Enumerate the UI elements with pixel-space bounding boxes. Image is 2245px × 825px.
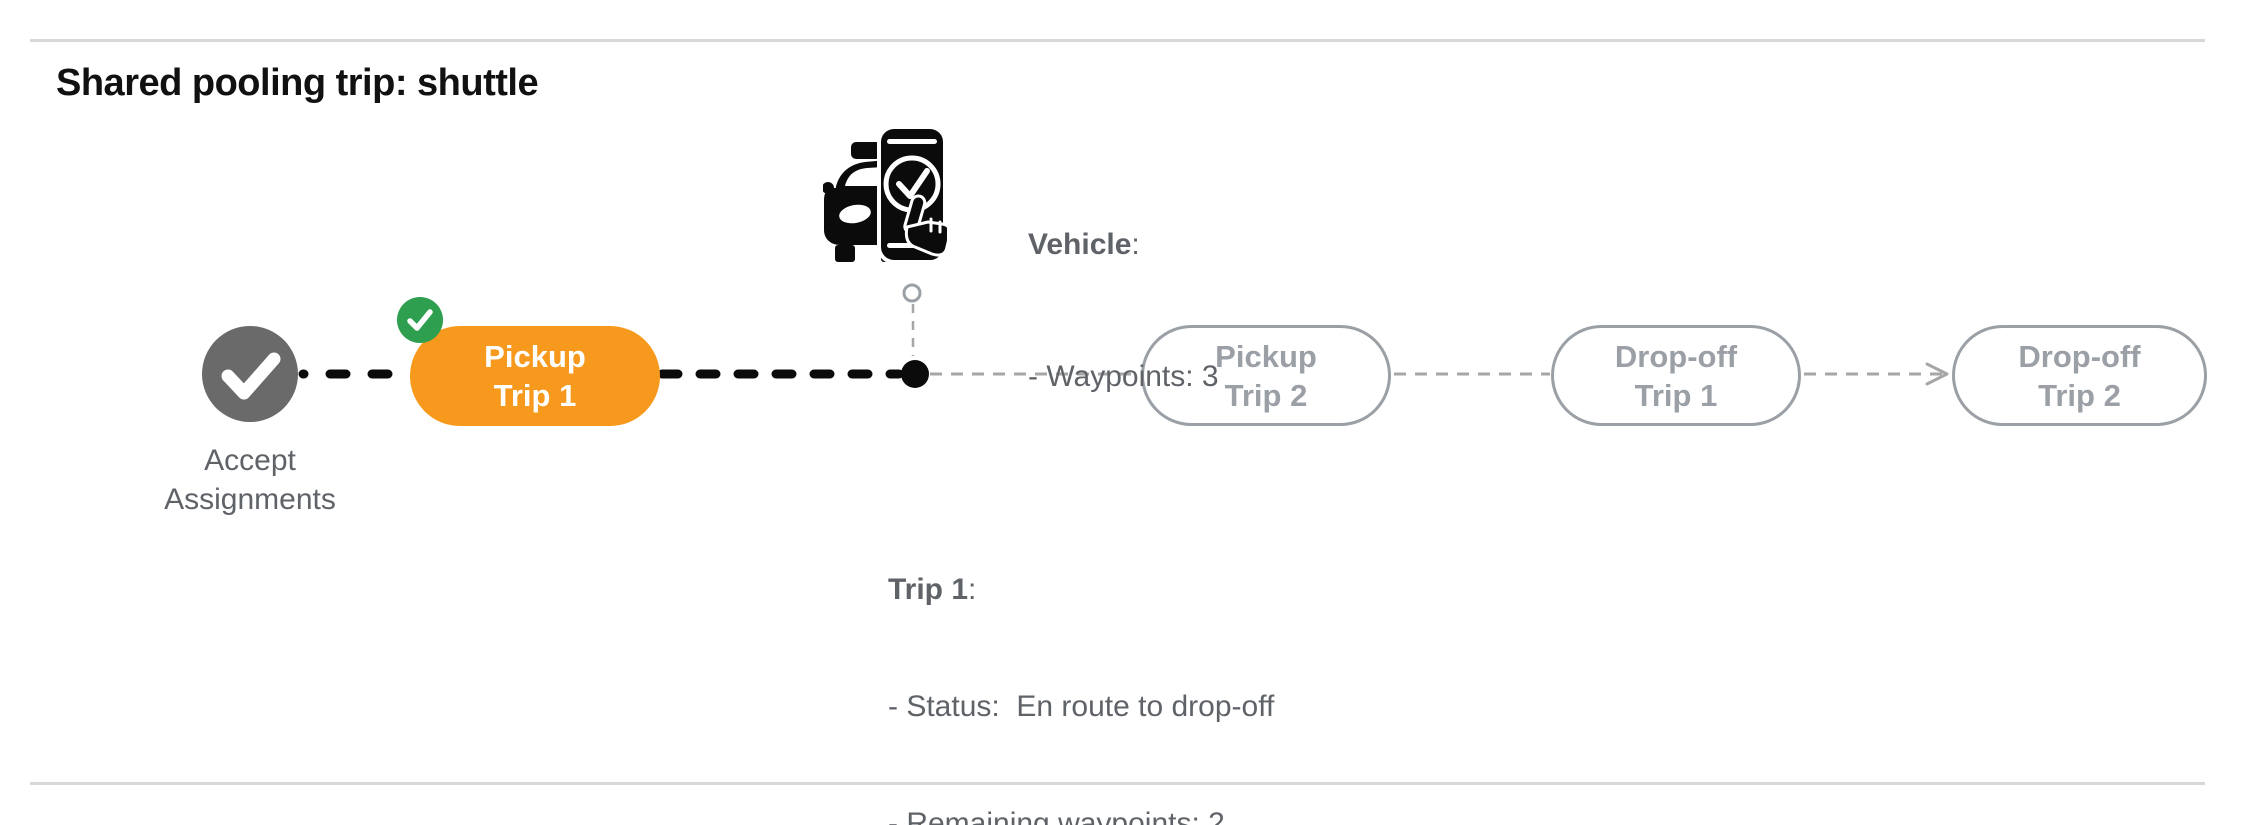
trip1-label: Trip 1 bbox=[888, 573, 969, 606]
check-icon bbox=[407, 309, 433, 331]
pill-label-line1: Pickup bbox=[1215, 338, 1317, 374]
trip1-status-line: - Status: En route to drop-off bbox=[888, 687, 1274, 726]
vehicle-waypoints-line: - Waypoints: 3 bbox=[1028, 360, 1219, 393]
vehicle-anchor-circle-icon bbox=[902, 283, 922, 303]
vehicle-info-label: Vehicle bbox=[1028, 228, 1132, 261]
car-phone-check-icon bbox=[823, 125, 947, 264]
trip1-colon: : bbox=[968, 573, 977, 606]
accept-label-line2: Assignments bbox=[164, 483, 336, 516]
vehicle-info-colon: : bbox=[1131, 228, 1140, 261]
pill-label-line1: Drop-off bbox=[1614, 338, 1738, 374]
trip1-waypoints-line: - Remaining waypoints: 2 bbox=[888, 804, 1274, 825]
pill-pickup-trip-2: Pickup Trip 2 bbox=[1141, 325, 1391, 426]
accept-label-line1: Accept bbox=[204, 444, 296, 477]
pill-label-line1: Pickup bbox=[484, 339, 586, 374]
pill-label-line1: Drop-off bbox=[2018, 338, 2141, 374]
vehicle-position-dot-icon bbox=[901, 360, 929, 388]
pill-label-line2: Trip 1 bbox=[493, 378, 577, 413]
pill-pickup-trip-1: Pickup Trip 1 bbox=[397, 297, 660, 426]
completed-badge bbox=[397, 297, 443, 343]
trip1-status-text: - Status: En route to drop-off bbox=[888, 690, 1275, 723]
trip1-heading: Trip 1: bbox=[888, 570, 1274, 609]
pill-dropoff-trip-2: Drop-off Trip 2 bbox=[1952, 325, 2207, 426]
accept-assignments-node bbox=[202, 326, 298, 422]
vehicle-info-heading: Vehicle: bbox=[1028, 223, 1219, 267]
pill-label-line2: Trip 2 bbox=[1224, 377, 1308, 413]
page-title: Shared pooling trip: shuttle bbox=[56, 62, 539, 104]
arrowhead-icon bbox=[1925, 362, 1949, 386]
vehicle-info: Vehicle: - Waypoints: 3 bbox=[1028, 135, 1219, 487]
check-icon bbox=[221, 352, 281, 400]
pill-dropoff-trip-1: Drop-off Trip 1 bbox=[1551, 325, 1801, 426]
top-divider bbox=[30, 39, 2205, 42]
trip1-waypoints-text: - Remaining waypoints: 2 bbox=[888, 807, 1225, 825]
pill-label-line2: Trip 2 bbox=[2038, 377, 2121, 413]
bottom-divider bbox=[30, 782, 2205, 785]
trip-info: Trip 1: - Status: En route to drop-off -… bbox=[888, 492, 1274, 825]
pill-label-line2: Trip 1 bbox=[1634, 377, 1718, 413]
